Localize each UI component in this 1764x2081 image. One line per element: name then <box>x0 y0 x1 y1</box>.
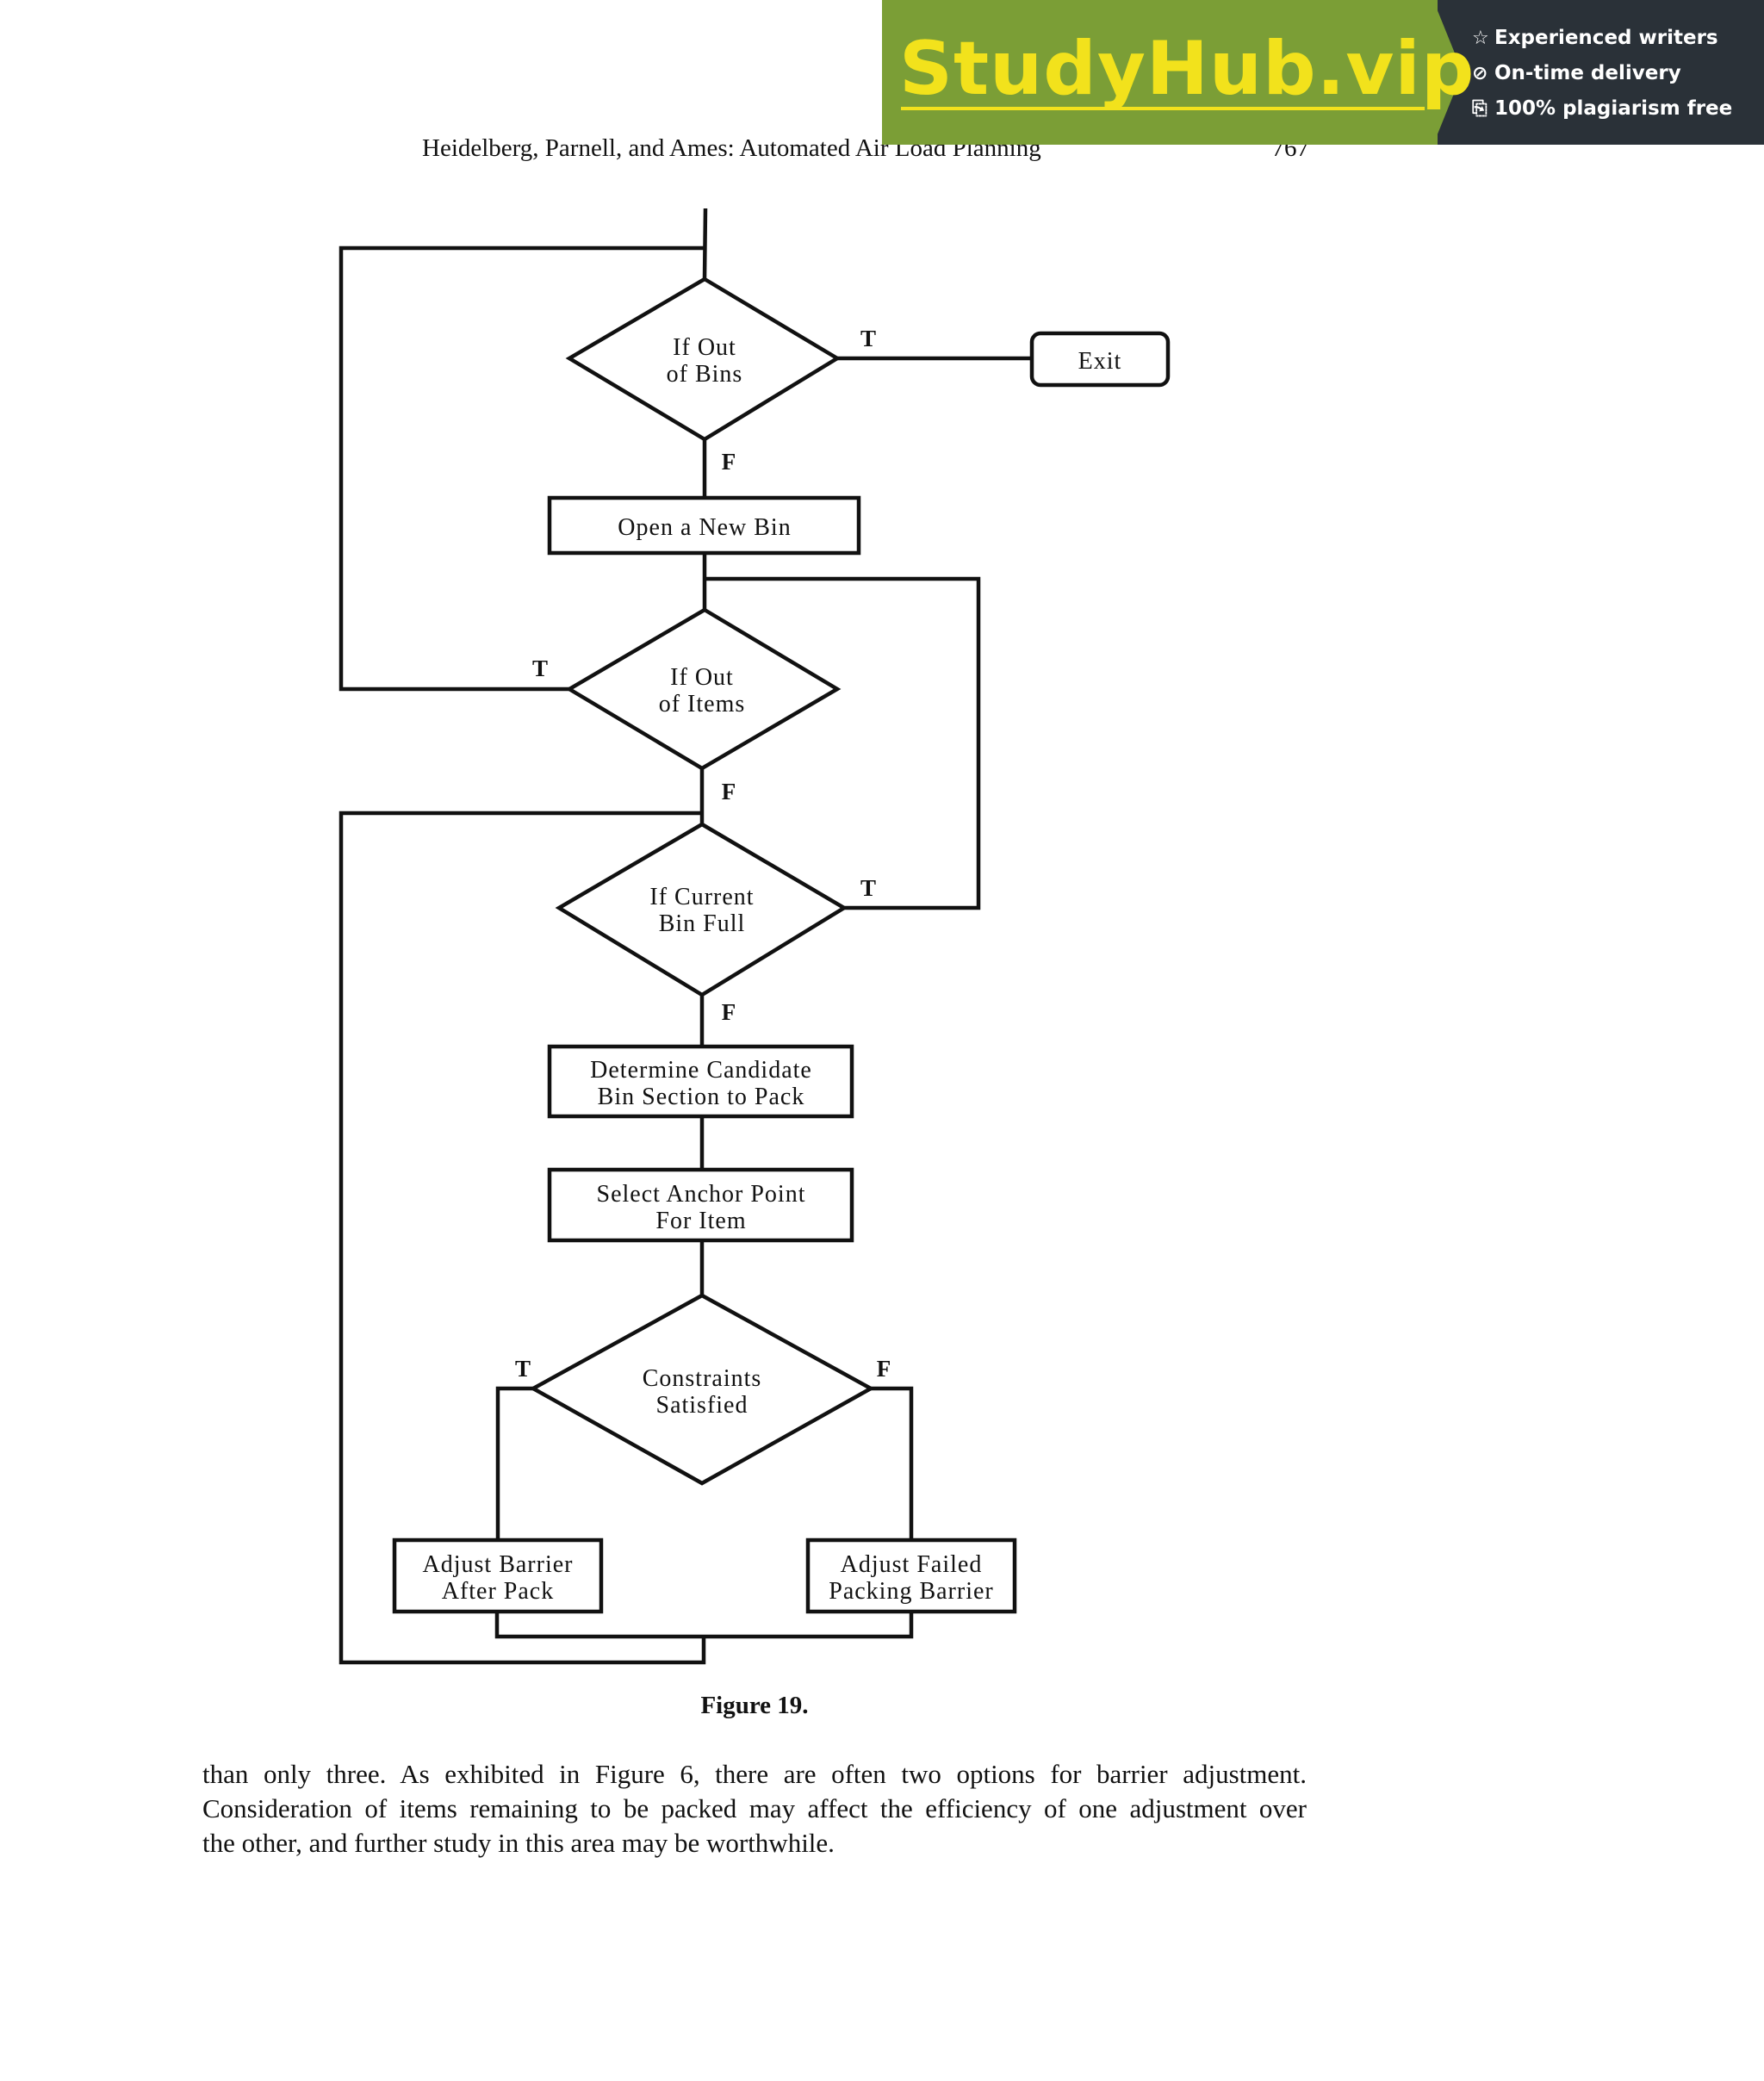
decision-diamond-constraints <box>529 1293 875 1486</box>
figure-caption: Figure 19. <box>700 1692 809 1719</box>
studyhub-banner[interactable]: StudyHub.vip ☆ Experienced writers ⊘ On-… <box>882 0 1764 145</box>
process-box-adjust-failed <box>805 1537 1017 1614</box>
feature-text: On-time delivery <box>1494 62 1681 84</box>
decision-diamond-out-of-bins <box>565 276 842 442</box>
banner-green-panel <box>882 0 1446 145</box>
node-label-select-anchor-2: For Item <box>655 1208 746 1234</box>
node-label-select-anchor-1: Select Anchor Point <box>597 1181 806 1208</box>
process-box-adjust-after-pack <box>392 1537 604 1614</box>
connector-merge <box>494 1612 914 1639</box>
connector-constraints-true <box>495 1386 533 1540</box>
body-line-3: the other, and further study in this are… <box>202 1828 835 1858</box>
connector-loop-left-bottom <box>339 811 706 1665</box>
feature-item: ⊘ On-time delivery <box>1472 56 1756 91</box>
node-label-out-of-bins-1: If Out <box>673 334 736 361</box>
document-icon: ⎘ <box>1472 98 1488 120</box>
connector-full-loop-right <box>705 576 981 910</box>
body-line-1: than only three. As exhibited in Figure … <box>202 1759 1307 1789</box>
feature-text: 100% plagiarism free <box>1494 97 1733 120</box>
node-label-out-of-items-1: If Out <box>670 664 734 691</box>
process-box-open-new-bin <box>547 495 861 556</box>
branch-label-constraints-true: T <box>515 1356 531 1382</box>
branch-label-full-true: T <box>860 875 876 901</box>
branch-label-items-false: F <box>722 779 736 804</box>
node-label-open-new-bin: Open a New Bin <box>618 514 791 541</box>
clock-icon: ⊘ <box>1472 63 1488 84</box>
feature-item: ⎘ 100% plagiarism free <box>1472 91 1756 127</box>
node-label-determine-candidate-1: Determine Candidate <box>590 1057 812 1084</box>
node-label-constraints-1: Constraints <box>643 1365 762 1392</box>
process-box-select-anchor <box>547 1167 854 1243</box>
node-label-adjust-failed-2: Packing Barrier <box>829 1578 994 1605</box>
banner-arrow-shape <box>1433 0 1463 145</box>
connector-loop-left-top <box>339 245 705 692</box>
node-label-adjust-after-pack-1: Adjust Barrier <box>423 1551 574 1578</box>
node-label-out-of-items-2: of Items <box>659 691 746 717</box>
connector-constraints-false <box>871 1386 914 1540</box>
node-label-constraints-2: Satisfied <box>656 1392 748 1419</box>
terminal-exit <box>1029 331 1171 388</box>
branch-label-constraints-false: F <box>877 1356 891 1382</box>
brand-logo[interactable]: StudyHub.vip <box>899 26 1475 112</box>
node-label-current-bin-full-1: If Current <box>649 884 754 910</box>
banner-dark-panel <box>1438 0 1764 145</box>
decision-diamond-out-of-items <box>565 607 842 771</box>
feature-text: Experienced writers <box>1494 27 1718 49</box>
branch-label-bins-true: T <box>860 326 876 351</box>
body-paragraph: than only three. As exhibited in Figure … <box>202 1757 1307 1860</box>
node-label-adjust-after-pack-2: After Pack <box>442 1578 555 1605</box>
node-label-current-bin-full-2: Bin Full <box>659 910 746 937</box>
process-box-determine-candidate <box>547 1044 854 1119</box>
node-label-out-of-bins-2: of Bins <box>667 361 743 388</box>
branch-label-bins-false: F <box>722 449 736 475</box>
body-line-2: Consideration of items remaining to be p… <box>202 1793 1307 1823</box>
node-label-exit: Exit <box>1078 348 1122 375</box>
node-label-adjust-failed-1: Adjust Failed <box>841 1551 983 1578</box>
star-icon: ☆ <box>1472 28 1489 49</box>
node-label-determine-candidate-2: Bin Section to Pack <box>598 1084 805 1110</box>
branch-label-full-false: F <box>722 999 736 1025</box>
brand-underline <box>901 107 1425 110</box>
feature-item: ☆ Experienced writers <box>1472 21 1756 56</box>
decision-diamond-current-bin-full <box>555 822 848 997</box>
banner-features: ☆ Experienced writers ⊘ On-time delivery… <box>1472 21 1756 127</box>
branch-label-items-true: T <box>532 655 548 681</box>
